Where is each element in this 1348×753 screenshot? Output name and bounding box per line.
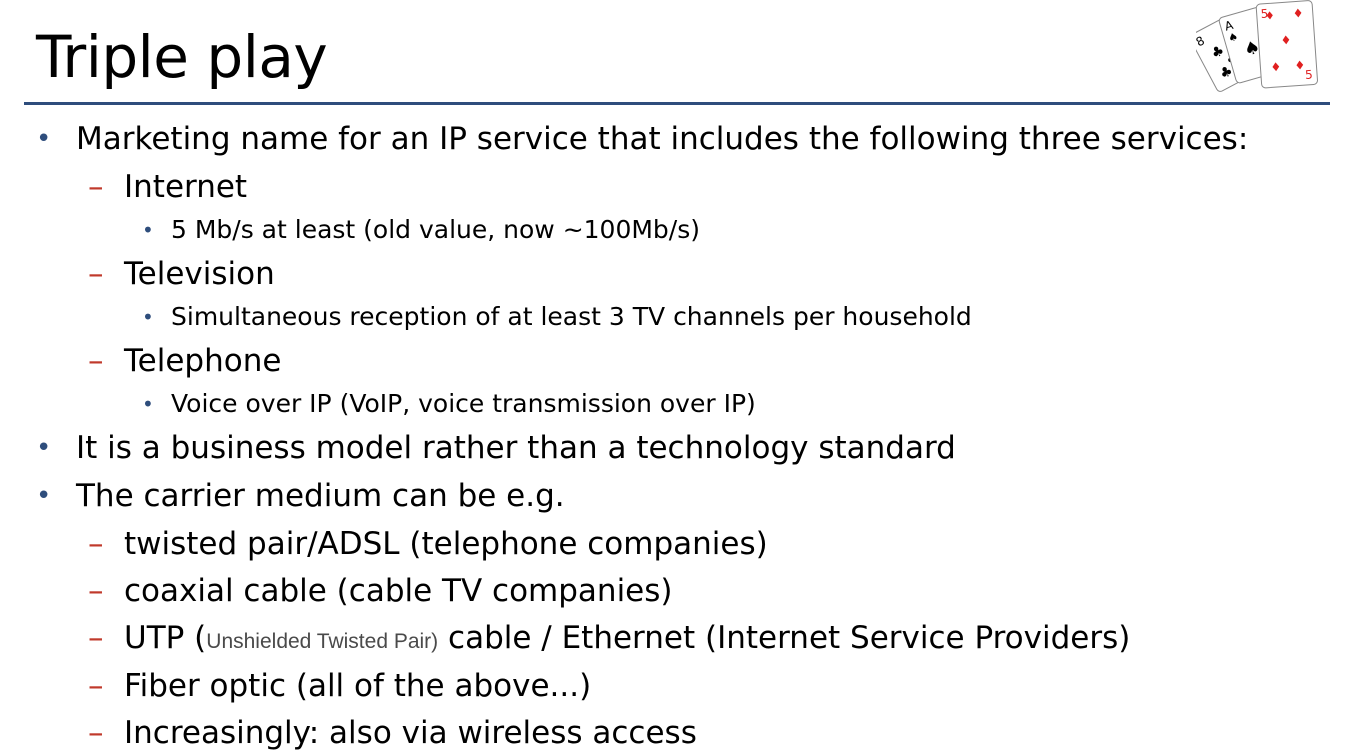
- bullet-text: It is a business model rather than a tec…: [76, 430, 956, 466]
- dash-marker: –: [88, 169, 104, 205]
- bullet-level2: – UTP (Unshielded Twisted Pair) cable / …: [88, 618, 1130, 662]
- dash-marker: –: [88, 573, 104, 609]
- bullet-text: Increasingly: also via wireless access: [124, 715, 697, 751]
- bullet-level1: • The carrier medium can be e.g.: [36, 476, 565, 516]
- dash-marker: –: [88, 343, 104, 379]
- bullet-text: UTP (Unshielded Twisted Pair) cable / Et…: [124, 618, 1130, 662]
- svg-text:♦: ♦: [1280, 33, 1292, 48]
- bullet-text: twisted pair/ADSL (telephone companies): [124, 526, 768, 562]
- bullet-level2: – coaxial cable (cable TV companies): [88, 571, 673, 611]
- bullet-text: Fiber optic (all of the above...): [124, 668, 592, 704]
- svg-text:5: 5: [1260, 6, 1269, 20]
- bullet-text: Voice over IP (VoIP, voice transmission …: [171, 389, 756, 418]
- bullet-text-part: UTP (: [124, 620, 207, 656]
- dash-marker: –: [88, 715, 104, 751]
- slide-title: Triple play: [36, 23, 328, 91]
- dash-marker: –: [88, 256, 104, 292]
- bullet-marker: •: [36, 433, 52, 463]
- dash-marker: –: [88, 668, 104, 704]
- bullet-level3: • 5 Mb/s at least (old value, now ~100Mb…: [142, 214, 700, 246]
- bullet-level2: – Television: [88, 254, 275, 294]
- bullet-text-small: Unshielded Twisted Pair): [206, 630, 439, 653]
- title-divider: [24, 102, 1330, 105]
- bullet-level3: • Voice over IP (VoIP, voice transmissio…: [142, 388, 756, 420]
- bullet-level3: • Simultaneous reception of at least 3 T…: [142, 301, 972, 333]
- bullet-text: 5 Mb/s at least (old value, now ~100Mb/s…: [171, 215, 701, 244]
- dash-marker: –: [88, 526, 104, 562]
- dash-marker: –: [88, 620, 104, 656]
- bullet-text: The carrier medium can be e.g.: [76, 478, 565, 514]
- svg-text:♠: ♠: [1241, 36, 1262, 61]
- bullet-text: Television: [124, 256, 275, 292]
- bullet-level2: – twisted pair/ADSL (telephone companies…: [88, 524, 768, 564]
- bullet-level2: – Telephone: [88, 341, 281, 381]
- bullet-marker: •: [36, 481, 52, 511]
- svg-text:♠: ♠: [1227, 30, 1240, 45]
- bullet-text: Simultaneous reception of at least 3 TV …: [171, 302, 972, 331]
- bullet-level2: – Increasingly: also via wireless access: [88, 713, 697, 753]
- bullet-level2: – Fiber optic (all of the above...): [88, 666, 591, 706]
- bullet-level1: • It is a business model rather than a t…: [36, 428, 956, 468]
- bullet-marker: •: [142, 305, 154, 329]
- svg-text:♦: ♦: [1264, 9, 1275, 23]
- bullet-text: coaxial cable (cable TV companies): [124, 573, 673, 609]
- bullet-text: Telephone: [124, 343, 282, 379]
- svg-text:♦: ♦: [1294, 58, 1306, 73]
- bullet-marker: •: [36, 124, 52, 154]
- playing-cards-icon: 8 ♣ ♣ ♣ A ♠ ♠ 5 ♦ ♦ ♦ ♦ ♦ 5: [1196, 0, 1318, 92]
- bullet-text-part: cable / Ethernet (Internet Service Provi…: [438, 620, 1131, 656]
- svg-text:8: 8: [1196, 33, 1207, 49]
- svg-text:5: 5: [1305, 68, 1314, 82]
- bullet-marker: •: [142, 218, 154, 242]
- bullet-level1: • Marketing name for an IP service that …: [36, 119, 1248, 159]
- svg-text:♦: ♦: [1292, 6, 1304, 21]
- svg-text:♦: ♦: [1270, 60, 1282, 75]
- bullet-text: Marketing name for an IP service that in…: [76, 121, 1249, 157]
- bullet-level2: – Internet: [88, 167, 247, 207]
- bullet-text: Internet: [124, 169, 248, 205]
- bullet-marker: •: [142, 392, 154, 416]
